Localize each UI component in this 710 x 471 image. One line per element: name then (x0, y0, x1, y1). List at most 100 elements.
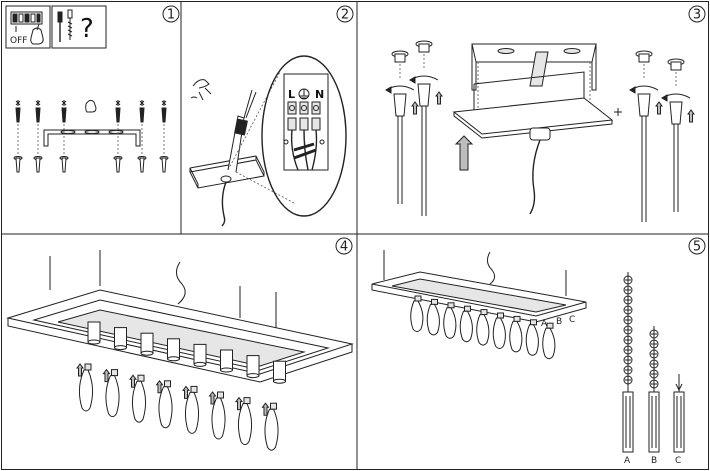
pliers-icon (190, 79, 212, 101)
hook (675, 383, 683, 392)
socket (246, 355, 260, 379)
socket (220, 349, 233, 373)
step-number-3: 3 (688, 5, 706, 23)
rod-c-label: C (675, 456, 681, 466)
svg-text:5: 5 (693, 240, 701, 255)
screw (33, 100, 43, 173)
suspension-wires-5 (383, 250, 567, 296)
bulb (102, 368, 120, 418)
panel-5: A B C A B C (371, 250, 685, 466)
bulb (208, 391, 226, 440)
screw (59, 100, 69, 173)
mounting-bracket (43, 129, 141, 147)
screw (159, 100, 169, 173)
up-arrow-icon (76, 363, 84, 377)
up-arrow-icon (687, 109, 695, 123)
panel-1: OFF ? (5, 5, 169, 173)
svg-text:B: B (556, 317, 562, 327)
panel-2: L N (189, 55, 347, 227)
lamp-frame (6, 289, 354, 383)
screw-set (13, 99, 169, 173)
svg-text:3: 3 (693, 8, 701, 23)
rod-a (622, 272, 634, 453)
up-arrow-icon (129, 374, 137, 388)
terminal-zoom: L N (261, 55, 347, 217)
svg-text:L: L (288, 88, 295, 101)
bulb (76, 363, 94, 412)
glass-tube (673, 391, 685, 453)
svg-text:N: N (315, 88, 324, 101)
power-switch-icon: OFF (5, 5, 51, 49)
socket (193, 343, 207, 367)
rotate-arrow-icon (385, 85, 415, 94)
suspension-anchor (629, 50, 663, 222)
step-number-2: 2 (336, 5, 354, 23)
rotate-arrow-icon (661, 93, 691, 102)
rotate-arrow-icon (629, 85, 659, 94)
glass-tube (648, 391, 660, 453)
lamp-frame-5 (371, 271, 587, 323)
glass-tube (622, 391, 634, 453)
bulb (492, 312, 506, 349)
bulb (410, 295, 424, 332)
svg-text:C: C (569, 315, 575, 325)
bulb (476, 309, 490, 346)
anchor-set (385, 40, 695, 222)
svg-text:OFF: OFF (10, 36, 27, 46)
canopy (189, 155, 265, 227)
up-arrow-icon (411, 101, 419, 115)
screw-detail (614, 108, 622, 116)
socket-row (87, 321, 286, 384)
screwdriver-icon (51, 5, 107, 49)
rod-b-label: B (651, 456, 657, 466)
panel-3 (385, 40, 695, 222)
socket (167, 338, 180, 362)
bulb-row-5 (410, 295, 556, 360)
up-arrow-icon (261, 402, 270, 416)
up-arrow-icon (454, 135, 474, 171)
step-number-1: 1 (162, 5, 180, 23)
socket (114, 327, 127, 351)
canopy-plate (452, 71, 614, 215)
step-number-4: 4 (335, 237, 353, 255)
bulb (182, 385, 200, 434)
bulb (235, 396, 253, 446)
up-arrow-icon (102, 368, 111, 383)
up-arrow-icon (655, 101, 663, 115)
svg-text:1: 1 (167, 8, 175, 23)
question-icon: ? (80, 14, 94, 44)
bulb (129, 374, 147, 423)
hand-icon (30, 23, 44, 45)
up-arrow-icon (182, 385, 190, 399)
bulb (426, 298, 440, 336)
up-arrow-icon (235, 396, 243, 411)
panel-4 (6, 250, 354, 451)
rotate-arrow-icon (409, 75, 439, 84)
bulb-row (76, 363, 279, 451)
up-arrow-icon (435, 91, 443, 105)
screw (137, 100, 147, 173)
suspension-anchor (409, 40, 443, 216)
hand-icon (85, 99, 97, 113)
bulb (261, 402, 279, 451)
bulb (459, 305, 473, 343)
suspension-anchor (385, 50, 419, 204)
svg-text:2: 2 (341, 8, 349, 23)
suspension-anchor (661, 58, 695, 212)
rod-a-label: A (624, 456, 631, 466)
socket (87, 321, 101, 345)
bulb (542, 322, 556, 360)
screw (13, 100, 23, 173)
socket (273, 360, 286, 384)
up-arrow-icon (155, 379, 164, 394)
up-arrow-icon (208, 391, 217, 405)
rod-labels-inline: A B C (541, 315, 575, 329)
svg-text:4: 4 (340, 240, 348, 255)
socket (140, 332, 154, 356)
step-number-5: 5 (688, 237, 706, 255)
bulb (525, 319, 539, 356)
ground-icon (298, 88, 310, 100)
